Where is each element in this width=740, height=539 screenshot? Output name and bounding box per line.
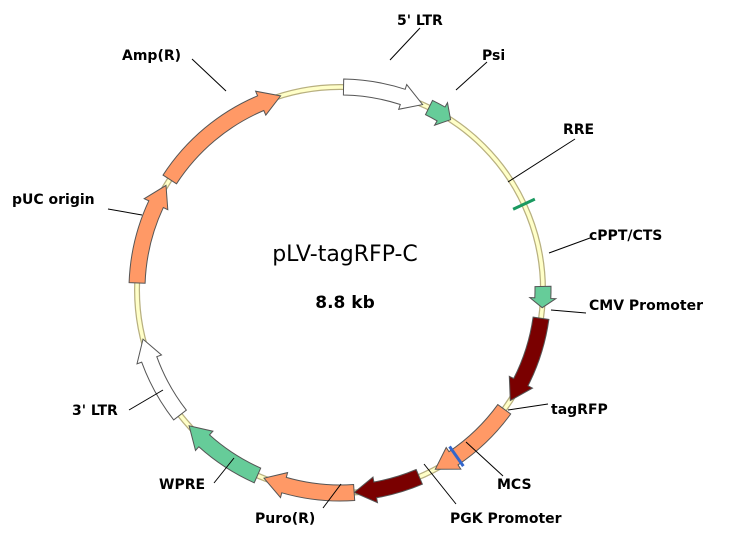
feature-puc-arrow: [128, 184, 169, 284]
leader-cppt: [548, 237, 591, 254]
leader-ltr3: [128, 389, 164, 411]
feature-wpre-arrow: [188, 425, 262, 484]
feature-rre-marker: [512, 197, 536, 211]
feature-mcs-marker: [448, 445, 465, 467]
feature-amp-arrow: [162, 90, 282, 185]
leader-rre: [507, 138, 576, 183]
leader-mcs: [465, 441, 504, 477]
label-puc: pUC origin: [12, 192, 95, 208]
plasmid-size: 8.8 kb: [315, 293, 375, 313]
leader-pgk: [423, 463, 457, 505]
leader-tagrfp: [507, 403, 549, 411]
leader-cmv: [550, 309, 587, 314]
leader-puro: [322, 483, 342, 509]
leader-puc: [107, 208, 143, 216]
label-wpre: WPRE: [159, 477, 205, 493]
feature-puro-arrow: [263, 471, 356, 502]
label-amp: Amp(R): [122, 48, 181, 64]
feature-ltr5-arrow: [342, 78, 424, 110]
label-rre: RRE: [563, 122, 594, 138]
label-ltr3: 3' LTR: [72, 403, 118, 419]
feature-pgk-arrow: [353, 468, 424, 504]
label-ltr5: 5' LTR: [397, 13, 443, 29]
label-cppt: cPPT/CTS: [589, 228, 662, 244]
label-pgk: PGK Promoter: [450, 511, 562, 527]
label-cmv: CMV Promoter: [589, 298, 703, 314]
label-tagrfp: tagRFP: [551, 402, 608, 418]
leader-amp: [191, 58, 227, 92]
feature-cmv-arrow: [508, 316, 550, 402]
leader-wpre: [213, 457, 235, 484]
leader-lines: [107, 27, 591, 509]
feature-tagrfp-arrow: [434, 403, 512, 470]
feature-labels: 5' LTR Psi RRE cPPT/CTS CMV Promoter tag…: [12, 13, 703, 527]
feature-cppt-arrow: [528, 285, 558, 309]
features-layer: [128, 78, 558, 504]
leader-ltr5: [389, 27, 421, 61]
feature-ltr3-arrow: [136, 338, 188, 421]
feature-psi-arrow: [424, 99, 452, 127]
label-psi: Psi: [482, 48, 505, 64]
label-puro: Puro(R): [255, 511, 315, 527]
plasmid-name: pLV-tagRFP-C: [272, 242, 418, 267]
leader-psi: [455, 61, 488, 91]
label-mcs: MCS: [497, 477, 532, 493]
